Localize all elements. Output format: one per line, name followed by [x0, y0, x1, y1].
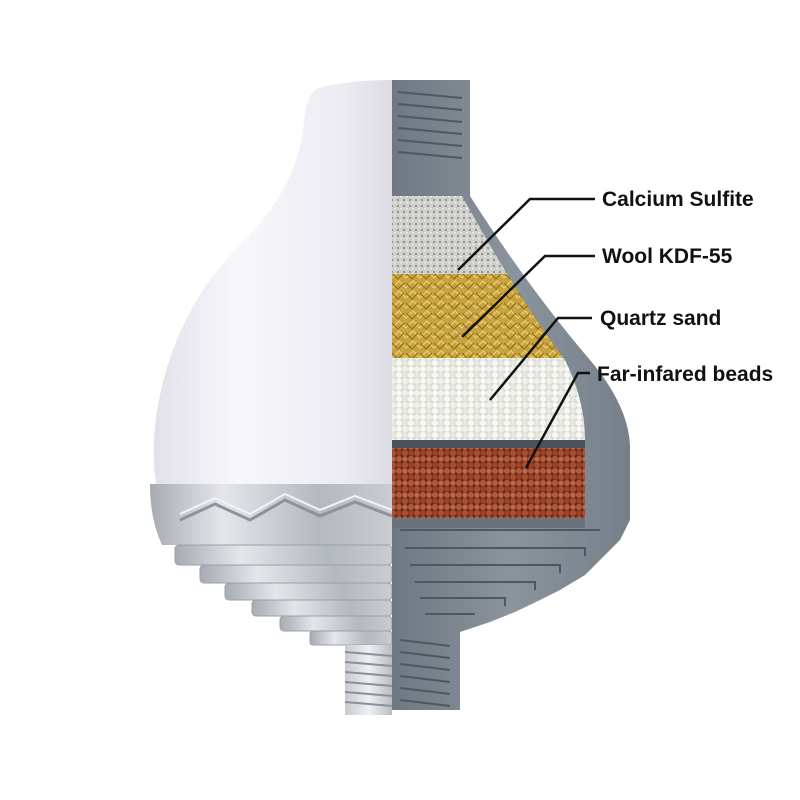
cutaway-base-steps [400, 529, 600, 615]
callout-line-quartz [489, 316, 592, 401]
base-wave-detail-light [179, 492, 393, 516]
chamber-floor-grate [392, 518, 585, 528]
callouts: Calcium Sulfite Wool KDF-55 Quartz sand … [457, 188, 773, 469]
layer-quartz-sand [392, 358, 585, 440]
inlet-thread [397, 91, 463, 159]
white-dome-shell [153, 80, 392, 484]
label-quartz-sand: Quartz sand [600, 307, 721, 330]
label-far-infrared-beads: Far-infared beads [597, 363, 773, 386]
callout-line-wool [461, 254, 595, 338]
base-wave-detail [179, 498, 393, 522]
silver-base-band [150, 484, 392, 545]
callout-line-calcium [457, 197, 595, 271]
stepped-rings [174, 544, 393, 646]
callout-line-beads [524, 371, 590, 469]
outlet-thread-exterior [344, 645, 393, 715]
label-calcium-sulfite: Calcium Sulfite [602, 188, 754, 211]
filter-cutaway-half [392, 80, 630, 710]
layer-far-infrared-beads [392, 448, 585, 518]
label-wool-kdf55: Wool KDF-55 [602, 245, 733, 268]
filter-exterior-half [150, 80, 393, 715]
outlet-thread-cutaway [399, 639, 451, 707]
